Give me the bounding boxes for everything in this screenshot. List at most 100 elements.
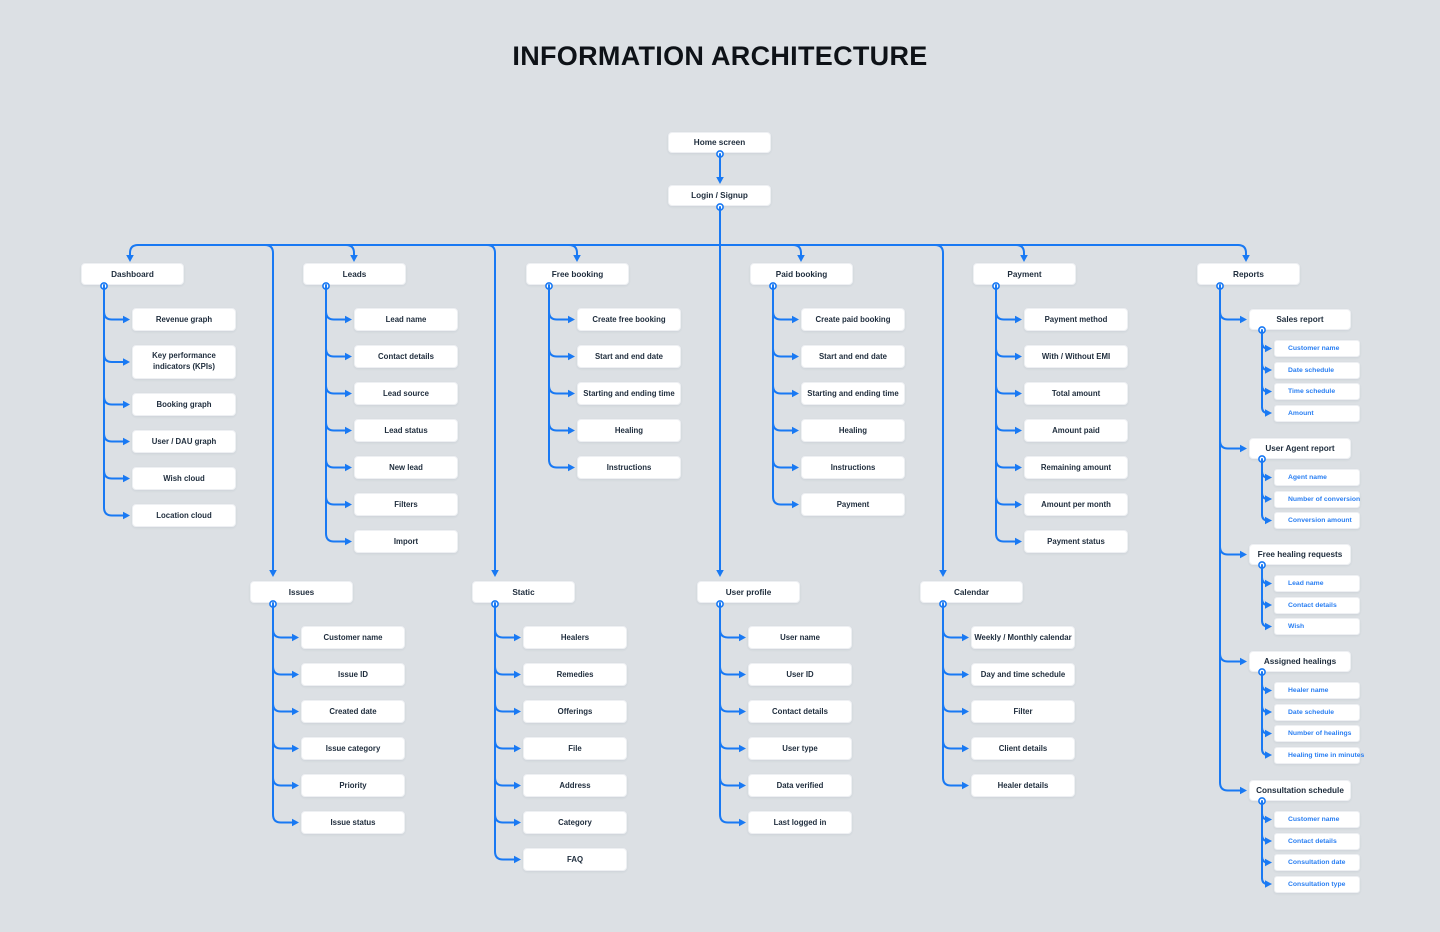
node-offerings: Offerings (523, 700, 627, 723)
node-login-signup: Login / Signup (668, 185, 771, 206)
node-created-date: Created date (301, 700, 405, 723)
node-user-type: User type (748, 737, 852, 760)
node-label: Date schedule (1288, 366, 1335, 374)
node-amount-per-month: Amount per month (1024, 493, 1128, 516)
node-label: Customer name (1288, 345, 1340, 352)
node-with-without-emi: With / Without EMI (1024, 345, 1128, 368)
node-label: Wish cloud (163, 474, 205, 483)
connectors-issues (269, 600, 299, 827)
node-label: Reports (1233, 269, 1264, 279)
node-label: Created date (329, 707, 377, 716)
node-label: Category (558, 818, 592, 827)
node-label: Customer name (323, 633, 383, 642)
connectors-paid-booking (769, 282, 799, 509)
node-remedies: Remedies (523, 663, 627, 686)
node-label: Dashboard (111, 269, 154, 279)
node-healing: Healing (577, 419, 681, 442)
node-location-cloud: Location cloud (132, 504, 236, 527)
node-label: Free healing requests (1257, 550, 1343, 559)
node-label: Payment (1007, 269, 1042, 279)
node-payment-method: Payment method (1024, 308, 1128, 331)
node-label: User ID (786, 670, 814, 679)
node-label: Client details (998, 744, 1048, 753)
node-label: Import (393, 537, 419, 546)
node-date-schedule: Date schedule (1274, 361, 1360, 379)
node-healing-time-in-minutes: Healing time in minutes (1274, 746, 1364, 764)
connectors-calendar (939, 600, 969, 790)
node-label: Address (559, 781, 591, 790)
node-free-healing-requests: Free healing requests (1249, 544, 1351, 565)
node-label: Starting and ending time (807, 389, 899, 398)
node-category: Category (523, 811, 627, 834)
node-priority: Priority (301, 774, 405, 797)
node-label: User name (780, 633, 820, 642)
node-label: Start and end date (594, 352, 664, 361)
node-issues: Issues (250, 581, 353, 603)
node-number-of-healings: Number of healings (1274, 725, 1360, 742)
node-label: Sales report (1276, 315, 1324, 324)
node-label: Agent name (1288, 474, 1327, 481)
node-label: Instructions (830, 463, 876, 472)
node-home-screen: Home screen (668, 132, 771, 153)
node-wish: Wish (1274, 618, 1360, 635)
node-number-of-conversion: Number of conversion (1274, 490, 1361, 508)
node-label: Data verified (776, 781, 824, 790)
node-label: Number of healings (1288, 730, 1352, 737)
node-label: Issue status (330, 818, 376, 827)
node-agent-name: Agent name (1274, 469, 1360, 486)
node-label: Leads (342, 269, 367, 279)
node-lead-status: Lead status (354, 419, 458, 442)
node-last-logged-in: Last logged in (748, 811, 852, 834)
node-label: Healer name (1288, 687, 1329, 694)
node-file: File (523, 737, 627, 760)
node-label: Contact details (1288, 837, 1337, 845)
node-label: Issues (288, 587, 315, 597)
node-label: Healer details (997, 781, 1049, 790)
connectors-payment (992, 282, 1022, 546)
node-key-performance-indicators-kpis: Key performance indicators (KPIs) (132, 345, 236, 379)
node-data-verified: Data verified (748, 774, 852, 797)
node-user-profile: User profile (697, 581, 800, 603)
node-label: Healing time in minutes (1288, 751, 1365, 759)
node-label: Create free booking (592, 315, 666, 324)
node-label: Issue ID (338, 670, 368, 679)
node-static: Static (472, 581, 575, 603)
node-calendar: Calendar (920, 581, 1023, 603)
node-start-and-end-date: Start and end date (577, 345, 681, 368)
node-label: Amount paid (1052, 426, 1100, 435)
node-label: Lead status (384, 426, 428, 435)
node-label: Priority (339, 781, 367, 790)
node-payment: Payment (801, 493, 905, 516)
node-label: Number of conversion (1288, 495, 1361, 503)
node-label: Total amount (1051, 389, 1101, 398)
node-healer-name: Healer name (1274, 682, 1360, 699)
node-client-details: Client details (971, 737, 1075, 760)
node-user-agent-report: User Agent report (1249, 438, 1351, 459)
connectors-user-profile (716, 600, 746, 827)
node-label: User / DAU graph (151, 437, 217, 446)
node-label: Consultation schedule (1256, 786, 1344, 795)
node-label: Healing (838, 426, 868, 435)
connectors-free-booking (545, 282, 575, 472)
node-label: Healers (560, 633, 590, 642)
node-sales-report: Sales report (1249, 309, 1351, 330)
node-label: Calendar (953, 587, 990, 597)
connectors-static (491, 600, 521, 864)
node-payment-status: Payment status (1024, 530, 1128, 553)
node-label: Contact details (378, 352, 434, 361)
node-lead-name: Lead name (354, 308, 458, 331)
node-healing: Healing (801, 419, 905, 442)
node-label: Free booking (551, 269, 604, 279)
node-label: Revenue graph (155, 315, 213, 324)
node-label: Amount (1288, 409, 1314, 417)
node-label: Consultation type (1288, 880, 1346, 888)
node-label: Time schedule (1288, 388, 1336, 395)
node-remaining-amount: Remaining amount (1024, 456, 1128, 479)
node-label: Filter (1013, 707, 1033, 716)
node-label: With / Without EMI (1041, 352, 1111, 361)
node-import: Import (354, 530, 458, 553)
node-label: Lead name (1288, 580, 1324, 587)
node-dashboard: Dashboard (81, 263, 184, 285)
node-total-amount: Total amount (1024, 382, 1128, 405)
node-wish-cloud: Wish cloud (132, 467, 236, 490)
